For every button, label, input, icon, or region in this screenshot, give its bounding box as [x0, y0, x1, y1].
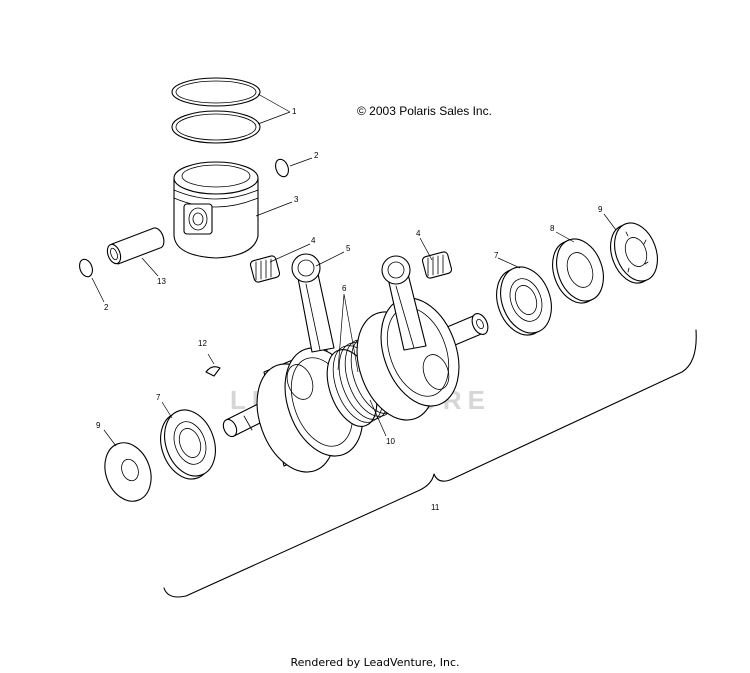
main-bearing-left: [160, 409, 216, 480]
copyright-notice: © 2003 Polaris Sales Inc.: [357, 104, 492, 118]
main-bearing-right: [496, 266, 552, 336]
piston-rings: [171, 77, 261, 144]
circlip-right: [275, 158, 289, 178]
crank-web-left: [256, 345, 364, 473]
callout-10: 10: [386, 437, 395, 446]
connecting-rod-right: [381, 255, 427, 351]
callout-6: 6: [342, 284, 347, 293]
callout-13: 13: [157, 277, 166, 286]
callout-3: 3: [294, 195, 299, 204]
seal-left: [104, 442, 152, 502]
assembly-bracket: [163, 329, 697, 598]
callout-1: 1: [292, 107, 297, 116]
leader-lines: [91, 93, 617, 447]
woodruff-key: [205, 366, 221, 377]
piston: [173, 161, 259, 259]
bearing-8: [552, 238, 604, 304]
callout-9-right: 9: [598, 205, 603, 214]
footer-credit: Rendered by LeadVenture, Inc.: [290, 656, 460, 669]
callout-11: 11: [431, 503, 440, 512]
callout-9-left: 9: [96, 421, 101, 430]
needle-bearing-right: [421, 251, 453, 279]
callout-2-left: 2: [104, 303, 109, 312]
connecting-rod-left: [291, 253, 335, 353]
callout-7-right: 7: [494, 251, 499, 260]
callout-4-right: 4: [416, 229, 421, 238]
callout-2-top: 2: [314, 151, 319, 160]
callout-7-left: 7: [156, 393, 161, 402]
callout-8: 8: [550, 224, 555, 233]
seal-right: [610, 222, 658, 284]
callout-5: 5: [346, 244, 351, 253]
callout-12: 12: [198, 339, 207, 348]
piston-pin: [106, 227, 165, 265]
circlip-left: [79, 258, 93, 278]
callout-4-left: 4: [311, 236, 316, 245]
needle-bearing-left: [249, 255, 281, 283]
